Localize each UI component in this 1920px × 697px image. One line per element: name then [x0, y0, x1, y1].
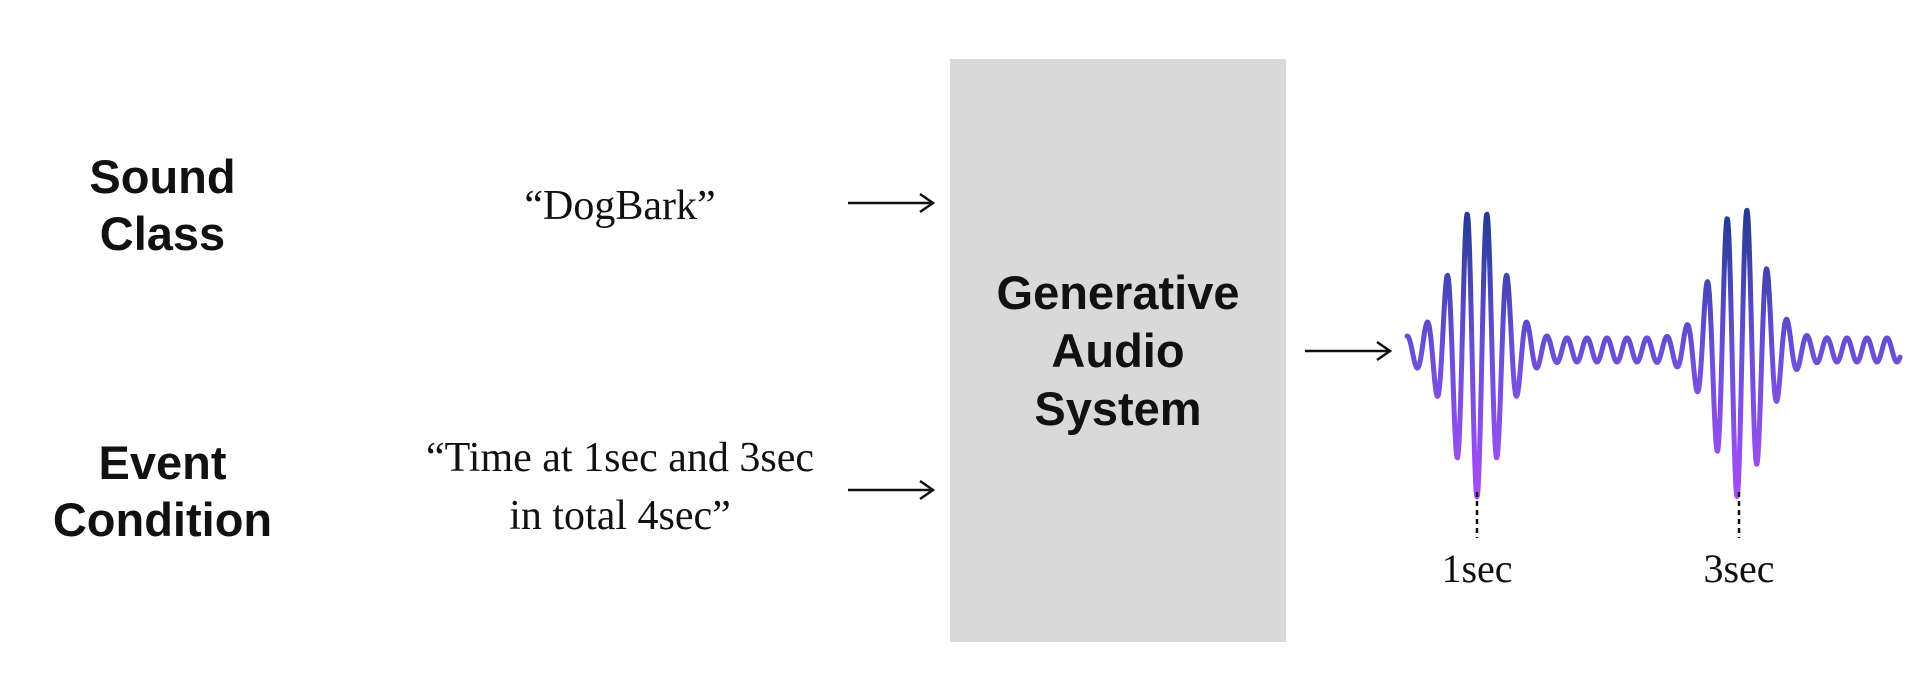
sound-class-value: “DogBark”: [524, 183, 716, 229]
event-condition-label: Event Condition: [52, 436, 273, 546]
sound-class-label: Sound Class: [89, 150, 236, 260]
event-marker-1sec-label: 1sec: [1441, 546, 1513, 591]
generative-audio-system-box: Generative Audio System: [950, 59, 1286, 642]
waveform-line: [1404, 207, 1903, 500]
event-marker-3sec-label: 3sec: [1703, 546, 1775, 591]
sound-class-arrow-icon: [848, 192, 936, 214]
output-arrow-icon: [1305, 340, 1393, 362]
event-condition-arrow-icon: [848, 479, 936, 501]
generative-audio-system-label: Generative Audio System: [996, 265, 1240, 435]
event-condition-value: “Time at 1sec and 3sec in total 4sec”: [425, 435, 814, 539]
